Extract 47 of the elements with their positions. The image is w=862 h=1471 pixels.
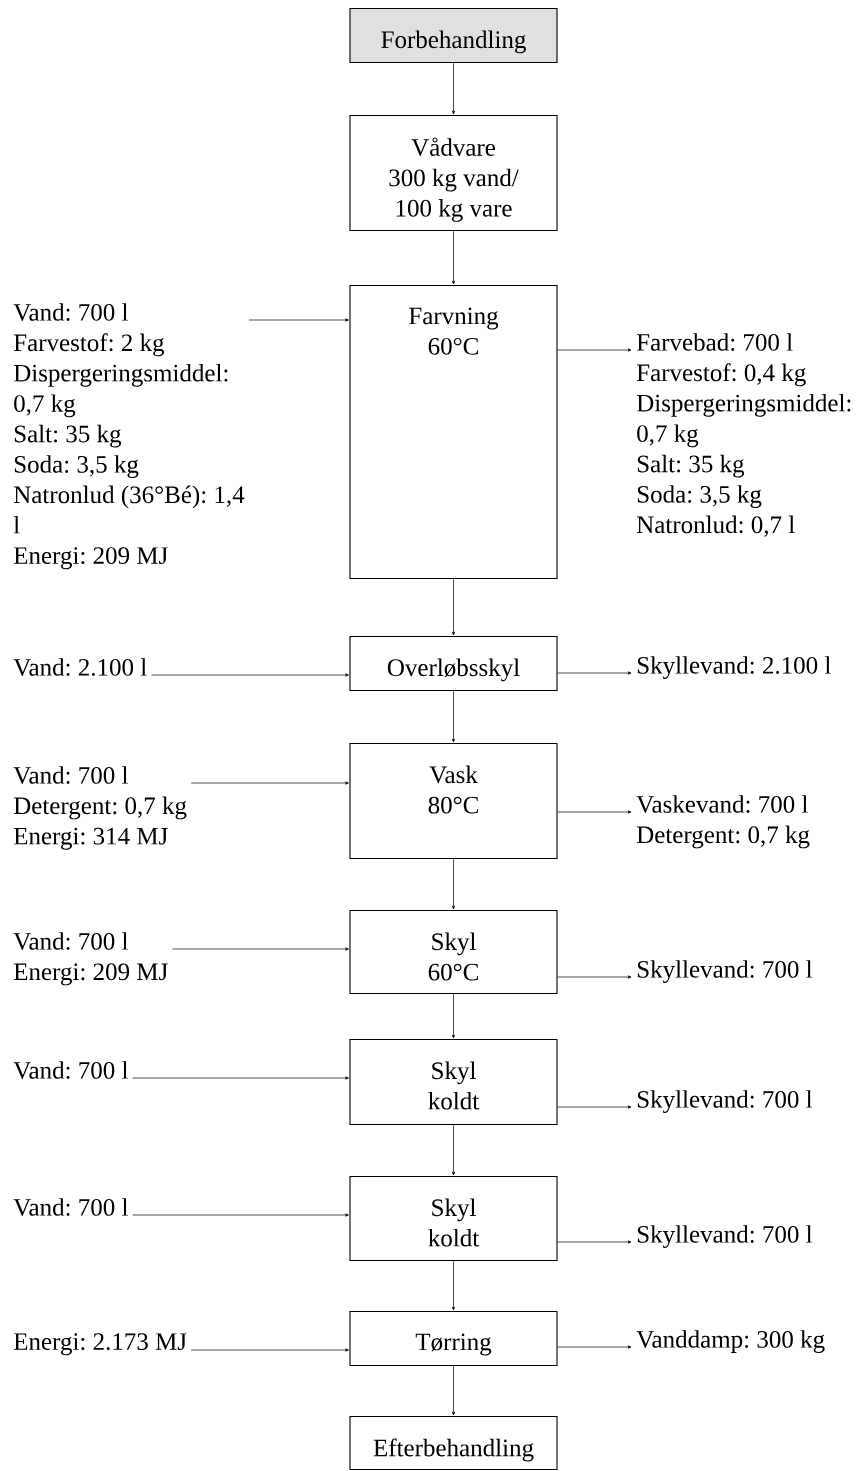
arrow xyxy=(151,673,349,677)
arrow xyxy=(248,318,349,322)
arrow xyxy=(132,1213,349,1217)
arrow xyxy=(451,578,456,636)
arrow xyxy=(557,1345,632,1349)
arrow xyxy=(451,62,456,115)
process-box: Skyl koldt xyxy=(349,1176,558,1262)
process-box: Skyl 60°C xyxy=(349,910,558,995)
arrow xyxy=(557,1240,632,1244)
quantity-list: Farvebad: 700 l Farvestof: 0,4 kg Dispergeringsmiddel: 0,7 kg Salt: 35 kg Soda: 3,5 kg Natronlud: 0,7 l xyxy=(636,333,851,537)
arrow xyxy=(557,1105,632,1109)
quantity-list: Vand: 700 l xyxy=(13,1061,128,1079)
arrow xyxy=(451,690,456,743)
arrow xyxy=(451,858,456,910)
arrow xyxy=(557,348,632,352)
quantity-list: Skyllevand: 700 l xyxy=(637,1090,813,1113)
arrow xyxy=(557,671,632,675)
process-box: Skyl koldt xyxy=(349,1039,558,1126)
quantity-list: Skyllevand: 700 l xyxy=(637,1225,813,1248)
arrow xyxy=(132,1076,349,1080)
process-box: Vask 80°C xyxy=(349,743,558,860)
quantity-list: Vand: 700 l xyxy=(13,1198,128,1216)
process-box: Farvning 60°C xyxy=(349,285,558,580)
arrow xyxy=(190,1348,349,1352)
quantity-list: Vand: 700 l Detergent: 0,7 kg Energi: 314 MJ xyxy=(13,766,187,850)
arrow xyxy=(451,993,456,1039)
process-box: Forbehandling xyxy=(349,8,558,64)
arrow xyxy=(172,947,349,951)
quantity-list: Skyllevand: 700 l xyxy=(637,960,813,983)
quantity-list: Vand: 700 l Farvestof: 2 kg Dispergeringsmiddel: 0,7 kg Salt: 35 kg Soda: 3,5 kg Natronlud (36°Bé): 1,4 l Energi: 209 MJ xyxy=(13,303,245,570)
arrow xyxy=(557,810,632,814)
quantity-list: Skyllevand: 2.100 l xyxy=(637,656,831,679)
process-box: Efterbehandling xyxy=(349,1416,558,1471)
arrow xyxy=(557,975,632,979)
arrow xyxy=(451,230,456,285)
arrow xyxy=(451,1124,456,1176)
arrow xyxy=(451,1365,456,1416)
process-box: Tørring xyxy=(349,1311,558,1367)
quantity-list: Energi: 2.173 MJ xyxy=(13,1333,187,1356)
quantity-list: Vand: 2.100 l xyxy=(13,658,147,676)
arrow xyxy=(451,1260,456,1311)
quantity-list: Vand: 700 l Energi: 209 MJ xyxy=(13,932,168,986)
quantity-list: Vaskevand: 700 l Detergent: 0,7 kg xyxy=(636,795,810,849)
process-box: Vådvare 300 kg vand/ 100 kg vare xyxy=(349,115,558,232)
arrow xyxy=(190,781,349,785)
process-box: Overløbsskyl xyxy=(349,636,558,692)
quantity-list: Vanddamp: 300 kg xyxy=(636,1330,825,1353)
